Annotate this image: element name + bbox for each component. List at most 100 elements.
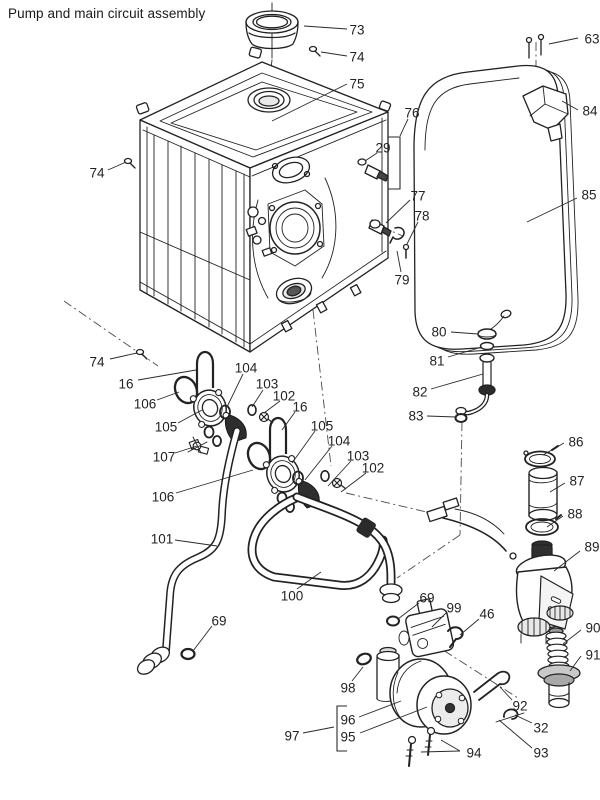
part-number-label: 86: [568, 435, 583, 450]
leader-line: [396, 250, 402, 273]
part-number-label: 63: [584, 32, 599, 47]
leader-line: [175, 469, 254, 494]
part-number-label: 99: [446, 601, 461, 616]
pump-column-86-91: [515, 445, 581, 709]
part-number-label: 79: [394, 273, 409, 288]
leader-line: [327, 460, 352, 487]
part-number-label: 29: [375, 141, 390, 156]
part-number-label: 74: [89, 166, 105, 181]
part-number-label: 16: [118, 377, 133, 392]
leader-line: [499, 686, 513, 701]
part-number-label: 77: [410, 189, 425, 204]
part-number-label: 106: [134, 397, 157, 412]
part-number-label: 87: [569, 474, 584, 489]
part-number-label: 82: [412, 385, 427, 400]
leader-line: [569, 655, 582, 672]
part-number-label: 76: [404, 106, 419, 121]
pipe-101: [136, 427, 241, 675]
part-number-label: 69: [211, 614, 226, 629]
leader-line: [340, 472, 367, 493]
pipe-100: [247, 492, 403, 627]
leader-line: [514, 714, 533, 724]
leader-line: [420, 750, 461, 753]
vessel-connection-80-83: [454, 328, 497, 423]
fitting-77-78-79: [368, 219, 410, 259]
part-number-label: 92: [512, 699, 527, 714]
leader-line: [302, 726, 335, 734]
sensor-29: [357, 158, 389, 182]
bracket-107: [187, 436, 210, 455]
part-number-label: 74: [349, 50, 365, 65]
leader-line: [174, 445, 198, 454]
part-number-label: 103: [347, 449, 370, 464]
leader-line: [263, 400, 281, 414]
part-number-label: 81: [429, 354, 444, 369]
part-number-label: 32: [533, 721, 548, 736]
part-number-label: 93: [533, 746, 548, 761]
group-bracket-95-96: [336, 705, 347, 752]
part-number-label: 46: [479, 607, 494, 622]
leader-line: [320, 51, 348, 57]
leader-line: [562, 629, 582, 645]
leader-line: [251, 389, 264, 408]
leader-line: [291, 430, 316, 464]
part-number-label: 104: [235, 361, 258, 376]
leader-line: [156, 391, 180, 401]
leader-line: [426, 415, 457, 418]
leader-line: [281, 411, 296, 431]
part-number-label: 90: [585, 621, 600, 636]
page-title: Pump and main circuit assembly: [8, 6, 206, 21]
part-number-label: 102: [273, 389, 296, 404]
part-number-label: 100: [281, 589, 304, 604]
leader-line: [174, 539, 218, 547]
part-number-label: 91: [585, 648, 600, 663]
part-number-label: 83: [408, 409, 423, 424]
group-bracket-76: [388, 136, 401, 190]
leader-line: [364, 152, 378, 162]
leader-line: [399, 118, 409, 137]
part-number-label: 102: [362, 461, 385, 476]
leader-line: [447, 346, 483, 358]
part-callouts: 7374756384762985777874798081741682104103…: [89, 23, 600, 761]
part-number-label: 85: [581, 188, 596, 203]
part-number-label: 103: [256, 377, 279, 392]
leader-line: [385, 199, 411, 224]
leader-line: [351, 666, 364, 682]
heat-exchanger-drawing: [135, 46, 392, 353]
part-number-label: 89: [584, 540, 599, 555]
leader-line: [304, 445, 333, 481]
leader-line: [107, 161, 127, 171]
leader-line: [498, 719, 533, 749]
leader-line: [546, 515, 564, 528]
part-number-label: 95: [340, 730, 355, 745]
expansion-vessel-drawing: [413, 64, 579, 355]
part-number-label: 96: [340, 713, 355, 728]
leader-line: [192, 625, 213, 652]
leader-line: [450, 331, 479, 335]
leader-line: [358, 700, 402, 718]
part-number-label: 105: [311, 419, 334, 434]
part-number-label: 69: [419, 591, 434, 606]
part-number-label: 98: [340, 681, 355, 696]
screws-74: [123, 45, 321, 360]
leader-line: [440, 739, 461, 752]
leader-line: [430, 373, 484, 390]
part-number-label: 84: [582, 104, 598, 119]
part-number-label: 78: [414, 209, 429, 224]
leader-line: [406, 221, 419, 245]
leader-line: [271, 83, 348, 122]
main-pump-drawing: [356, 598, 525, 767]
ring-part-73: [245, 10, 299, 50]
leader-line: [359, 706, 428, 734]
part-number-label: 101: [151, 532, 174, 547]
leader-line: [177, 409, 203, 424]
part-number-label: 105: [155, 420, 178, 435]
leader-line: [526, 197, 578, 223]
leader-line: [303, 25, 348, 30]
leader-line: [109, 352, 138, 360]
leader-line: [137, 369, 197, 381]
part-number-label: 74: [89, 355, 105, 370]
leader-line: [542, 442, 565, 456]
leader-line: [397, 602, 420, 620]
